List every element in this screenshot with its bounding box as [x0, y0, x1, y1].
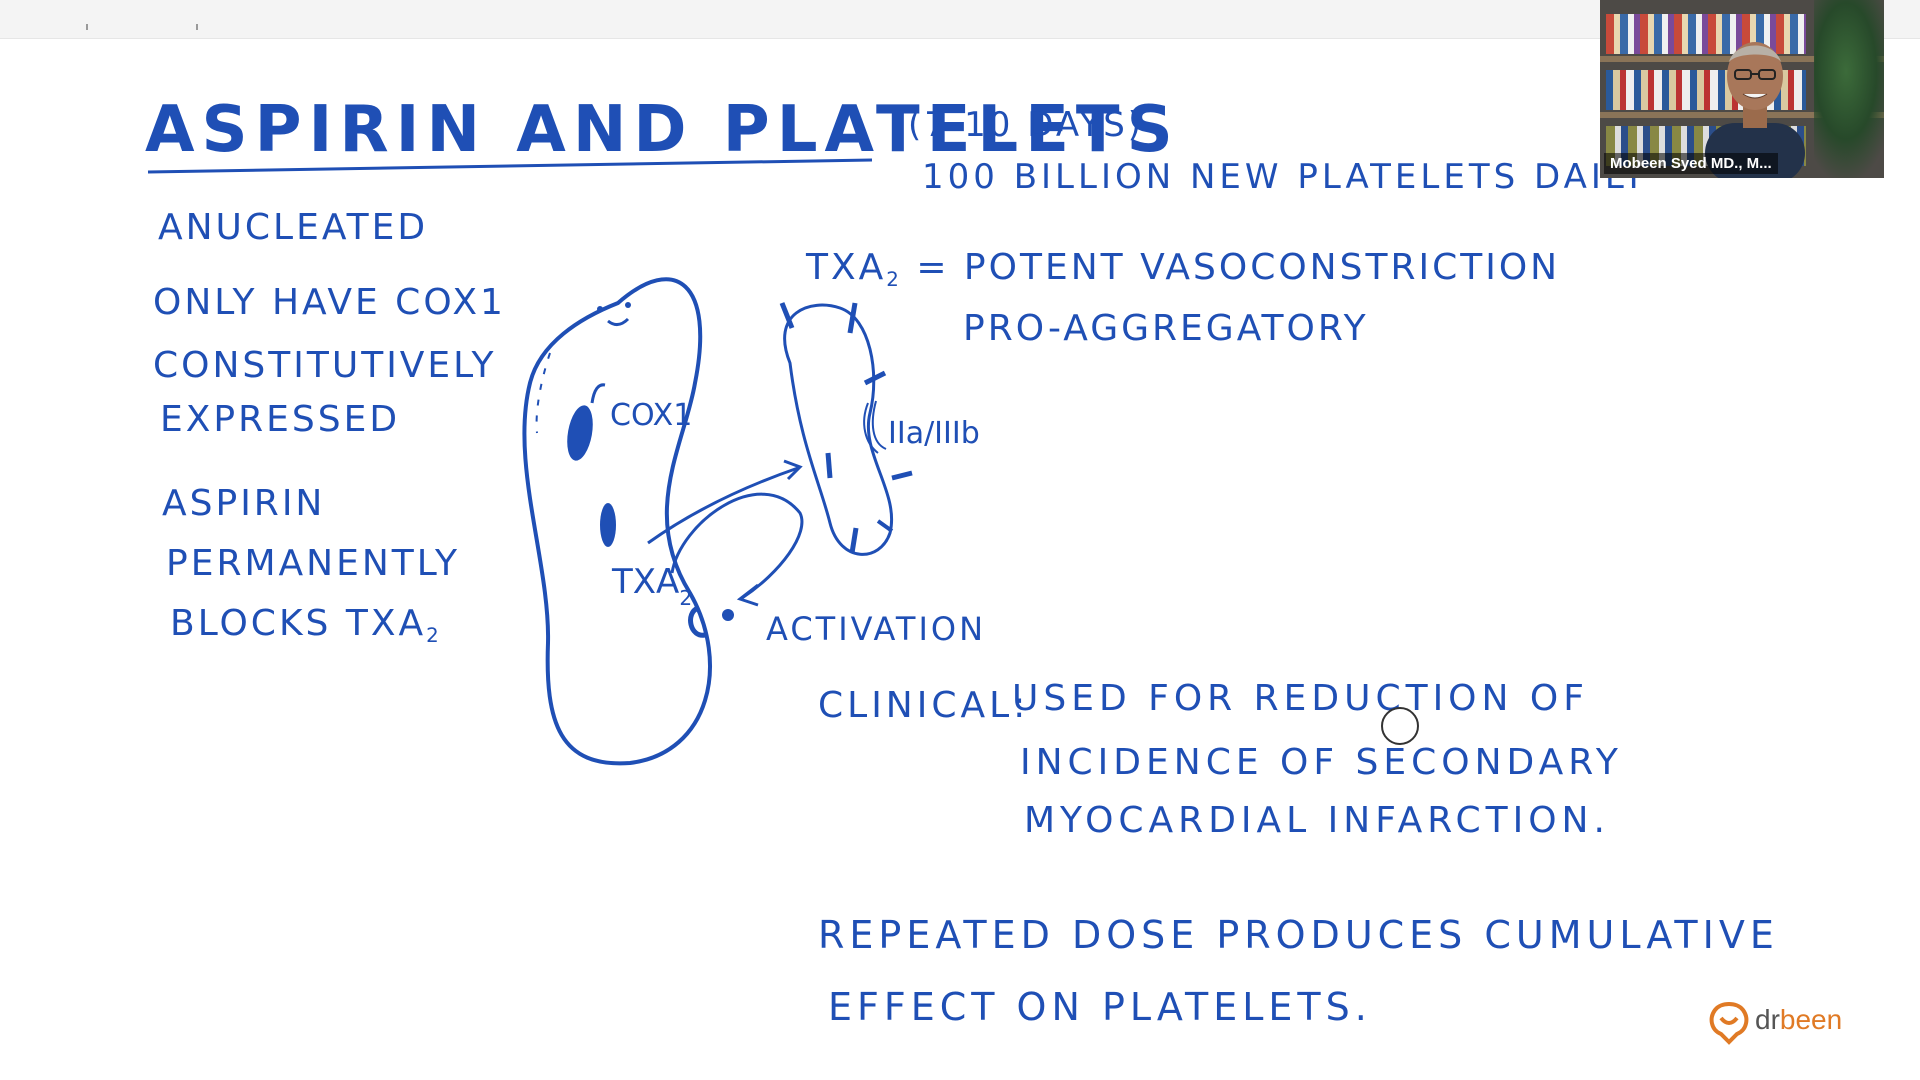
note-constitutively: CONSTITUTIVELY	[153, 348, 496, 384]
note-blocks-txa2: BLOCKS TXA2	[170, 606, 442, 646]
smiley-eye-left	[597, 306, 603, 312]
plant	[1814, 0, 1884, 178]
arrow-loop-back	[672, 494, 802, 598]
presenter-name-caption: Mobeen Syed MD., M...	[1604, 153, 1778, 174]
production-note: 100 BILLION NEW PLATELETS DAILY	[922, 160, 1648, 194]
spike	[852, 528, 856, 553]
note-anucleated: ANUCLEATED	[158, 210, 428, 246]
logo-dr: dr	[1755, 1004, 1780, 1035]
repeated-dose-line-2: EFFECT ON PLATELETS.	[828, 988, 1372, 1026]
note-blocks-text: BLOCKS TXA	[170, 603, 426, 644]
cox1-tick	[592, 385, 605, 403]
note-expressed: EXPRESSED	[160, 402, 400, 438]
pointer-cursor-icon	[1381, 707, 1419, 745]
clinical-line-3: MYOCARDIAL INFARCTION.	[1024, 803, 1610, 839]
repeated-dose-line-1: REPEATED DOSE PRODUCES CUMULATIVE	[818, 916, 1779, 954]
spike	[828, 453, 830, 478]
activation-label: ACTIVATION	[766, 610, 986, 648]
clinical-line-1: USED FOR REDUCTION OF	[1012, 681, 1589, 717]
spike	[850, 303, 855, 333]
receptor-dot	[722, 609, 734, 621]
smiley-mouth	[608, 319, 628, 325]
toolbar-tick	[196, 24, 198, 30]
receptor-label: IIa/IIIb	[888, 416, 980, 451]
logo-been: been	[1780, 1004, 1842, 1035]
drbeen-logo: drbeen	[1707, 998, 1867, 1048]
txa-label-sub: 2	[679, 586, 692, 610]
drbeen-logo-icon	[1707, 998, 1751, 1046]
toolbar-tick	[86, 24, 88, 30]
note-only-cox1: ONLY HAVE COX1	[153, 285, 506, 321]
note-blocks-sub: 2	[426, 624, 442, 647]
granule-small	[600, 503, 616, 547]
clinical-label: CLINICAL:	[818, 688, 1029, 724]
lifespan-note: (7-10 DAYS)	[908, 108, 1144, 142]
spike	[892, 473, 912, 478]
txa-label: TXA2	[611, 562, 692, 610]
presenter-video-tile[interactable]: Mobeen Syed MD., M...	[1600, 0, 1884, 178]
note-aspirin: ASPIRIN	[162, 486, 325, 522]
drbeen-logo-text: drbeen	[1755, 1004, 1842, 1036]
cox1-label: COX1	[610, 398, 692, 433]
note-permanently: PERMANENTLY	[166, 546, 460, 582]
clinical-line-2: INCIDENCE OF SECONDARY	[1020, 745, 1623, 781]
whiteboard-canvas: ASPIRIN AND PLATELETS (7-10 DAYS) 100 BI…	[0, 38, 1920, 1080]
txa-label-main: TXA	[611, 562, 679, 602]
granule-cox1	[563, 403, 596, 462]
smiley-eye-right	[625, 302, 631, 308]
